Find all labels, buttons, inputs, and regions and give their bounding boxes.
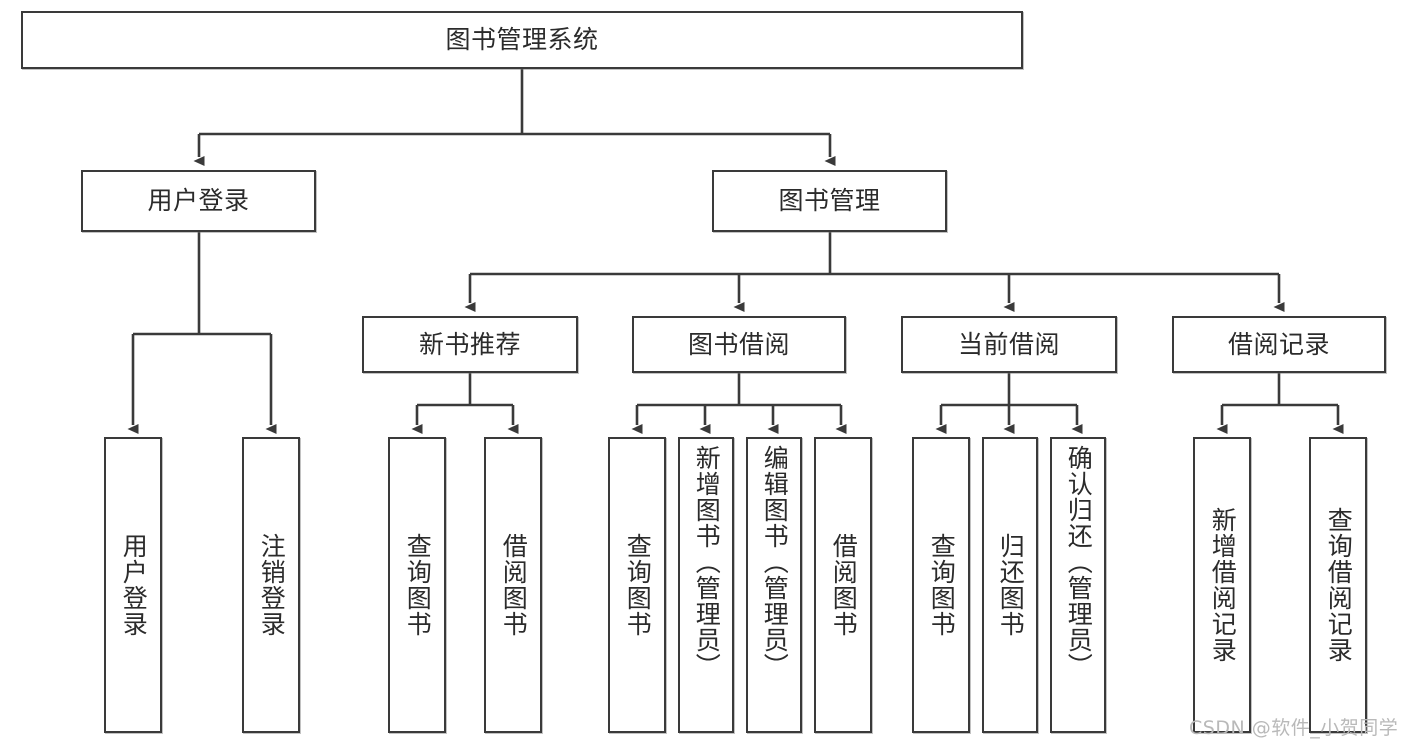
node-root-system[interactable]: 图书管理系统 <box>21 11 1023 69</box>
node-label: 注销登录 <box>257 533 287 637</box>
node-book-management[interactable]: 图书管理 <box>712 170 947 232</box>
node-label: 查询借阅记录 <box>1324 507 1354 663</box>
leaf-bookborrow-edit-book-admin[interactable]: 编辑图书（管理员） <box>746 437 802 733</box>
leaf-currentborrow-confirm-return-admin[interactable]: 确认归还（管理员） <box>1050 437 1106 733</box>
node-label: 编辑图书（管理员） <box>760 445 790 679</box>
node-label: 新书推荐 <box>418 329 521 359</box>
leaf-newbook-borrow-book[interactable]: 借阅图书 <box>484 437 542 733</box>
node-label: 查询图书 <box>927 533 957 637</box>
node-label: 用户登录 <box>119 533 149 637</box>
node-current-borrow[interactable]: 当前借阅 <box>901 316 1117 373</box>
leaf-borrowrecord-add-record[interactable]: 新增借阅记录 <box>1193 437 1251 733</box>
node-label: 查询图书 <box>623 533 653 637</box>
node-label: 归还图书 <box>996 533 1026 637</box>
csdn-watermark: CSDN @软件_小贺同学 <box>1189 717 1399 739</box>
node-label: 借阅记录 <box>1227 329 1330 359</box>
node-label: 查询图书 <box>403 533 433 637</box>
leaf-user-login[interactable]: 用户登录 <box>104 437 162 733</box>
leaf-bookborrow-borrow-book[interactable]: 借阅图书 <box>814 437 872 733</box>
node-user-login[interactable]: 用户登录 <box>81 170 316 232</box>
node-label: 图书管理系统 <box>445 25 599 55</box>
node-label: 图书管理 <box>778 186 881 216</box>
leaf-currentborrow-query-book[interactable]: 查询图书 <box>912 437 970 733</box>
leaf-bookborrow-add-book-admin[interactable]: 新增图书（管理员） <box>678 437 734 733</box>
node-borrow-record[interactable]: 借阅记录 <box>1172 316 1386 373</box>
node-label: 借阅图书 <box>499 533 529 637</box>
node-label: 当前借阅 <box>957 329 1060 359</box>
node-new-book-recommend[interactable]: 新书推荐 <box>362 316 578 373</box>
node-label: 用户登录 <box>147 186 250 216</box>
node-book-borrow[interactable]: 图书借阅 <box>632 316 846 373</box>
node-label: 借阅图书 <box>829 533 859 637</box>
node-label: 确认归还（管理员） <box>1064 445 1094 679</box>
leaf-bookborrow-query-book[interactable]: 查询图书 <box>608 437 666 733</box>
node-label: 新增借阅记录 <box>1208 507 1238 663</box>
leaf-currentborrow-return-book[interactable]: 归还图书 <box>982 437 1038 733</box>
node-label: 图书借阅 <box>687 329 790 359</box>
leaf-newbook-query-book[interactable]: 查询图书 <box>388 437 446 733</box>
node-label: 新增图书（管理员） <box>692 445 722 679</box>
leaf-logout[interactable]: 注销登录 <box>242 437 300 733</box>
leaf-borrowrecord-query-record[interactable]: 查询借阅记录 <box>1309 437 1367 733</box>
